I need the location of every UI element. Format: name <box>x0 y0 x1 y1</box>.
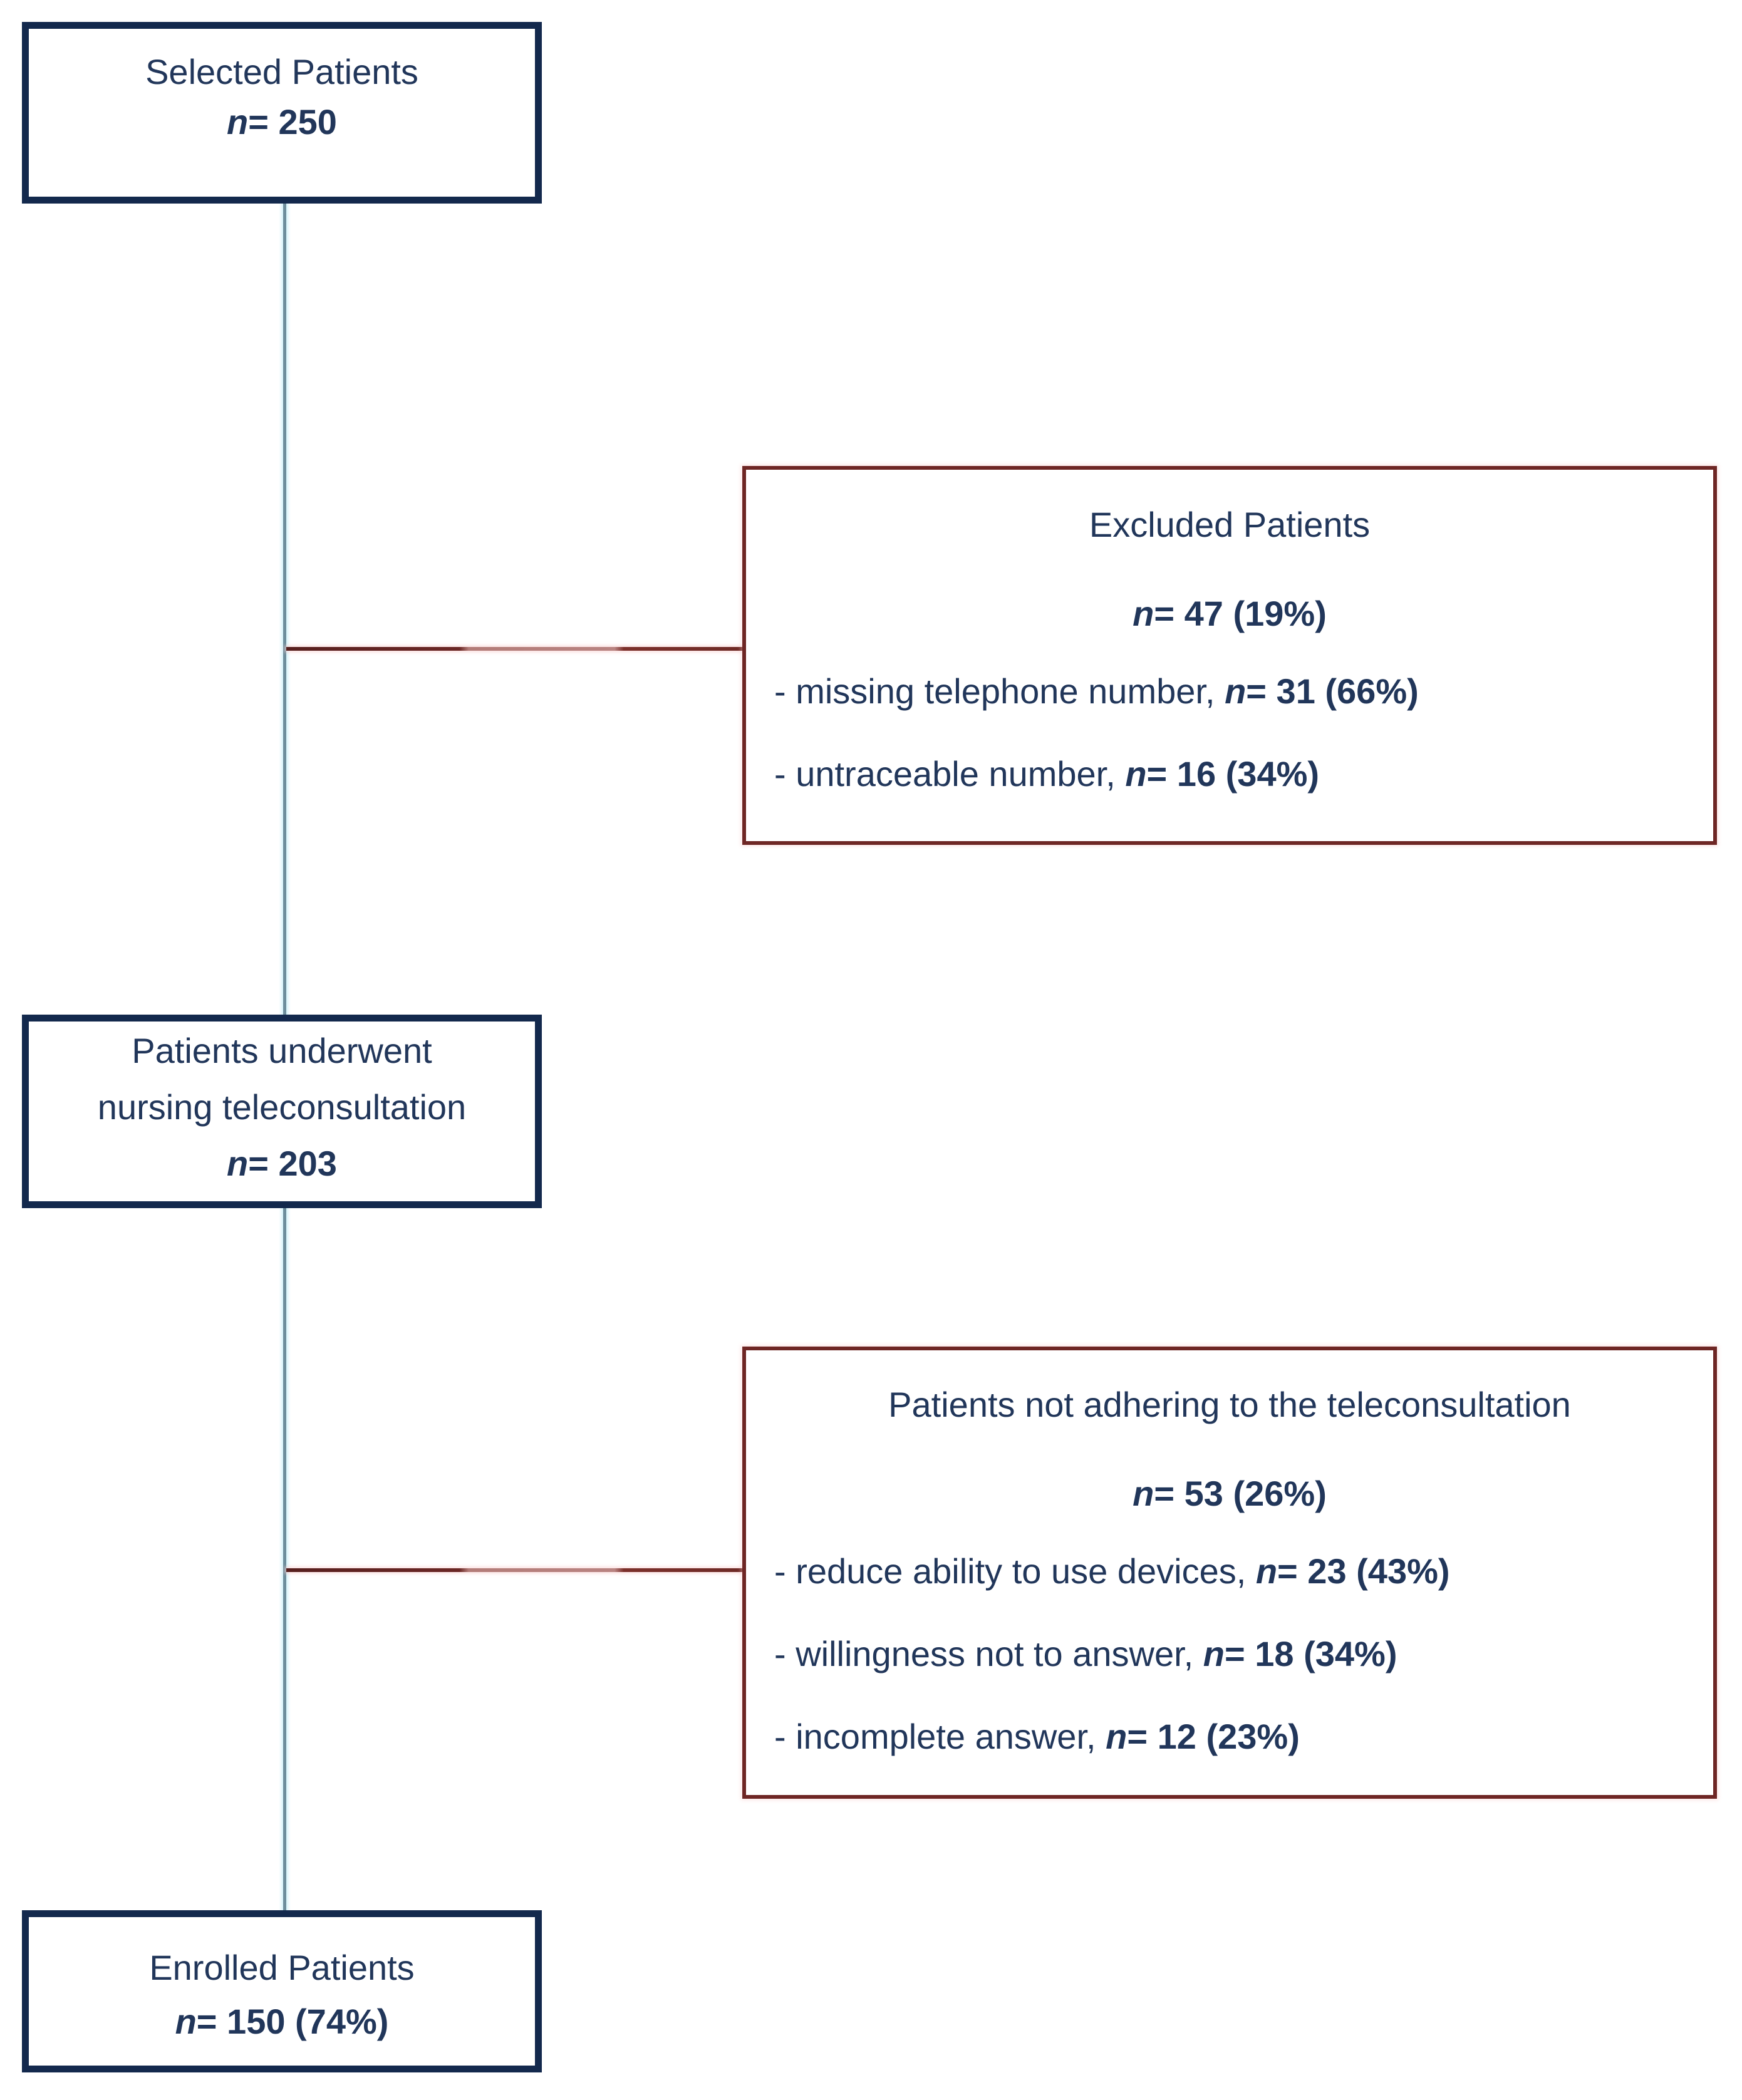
bullet-text: - reduce ability to use devices, <box>774 1551 1256 1591</box>
n-symbol: n <box>175 2002 197 2041</box>
excluded-patients-title: Excluded Patients <box>1089 505 1371 544</box>
n-value: = 250 <box>248 102 337 142</box>
n-value: = 47 (19%) <box>1154 594 1327 633</box>
n-symbol: n <box>1125 754 1147 794</box>
n-symbol: n <box>227 1144 249 1183</box>
excluded-reason-untraceable-number: - untraceable number, n= 16 (34%) <box>746 755 1713 794</box>
excluded-patients-count: n= 47 (19%) <box>746 594 1713 633</box>
n-value: = 31 (66%) <box>1246 671 1419 711</box>
enrolled-patients-box: Enrolled Patients n= 150 (74%) <box>22 1910 542 2072</box>
n-value: = 53 (26%) <box>1154 1474 1327 1513</box>
n-value: = 203 <box>248 1144 337 1183</box>
not-adhering-title: Patients not adhering to the teleconsult… <box>888 1385 1571 1424</box>
n-symbol: n <box>1255 1551 1278 1591</box>
n-symbol: n <box>1106 1717 1128 1756</box>
not-adhering-reason-willingness: - willingness not to answer, n= 18 (34%) <box>746 1635 1713 1673</box>
not-adhering-count: n= 53 (26%) <box>746 1474 1713 1513</box>
excluded-reason-missing-number: - missing telephone number, n= 31 (66%) <box>746 672 1713 711</box>
bullet-text: - missing telephone number, <box>774 671 1225 711</box>
n-symbol: n <box>227 102 249 142</box>
not-adhering-reason-incomplete: - incomplete answer, n= 12 (23%) <box>746 1717 1713 1756</box>
excluded-patients-box: Excluded Patients n= 47 (19%) - missing … <box>742 466 1717 845</box>
teleconsultation-title-line1: Patients underwent <box>132 1031 432 1070</box>
n-symbol: n <box>1133 1474 1154 1513</box>
n-value: = 18 (34%) <box>1225 1634 1397 1673</box>
selected-patients-box: Selected Patients n= 250 <box>22 22 542 204</box>
n-value: = 150 (74%) <box>196 2002 389 2041</box>
n-symbol: n <box>1225 671 1247 711</box>
connector-line-excluded <box>286 647 742 651</box>
teleconsultation-patients-box: Patients underwent nursing teleconsultat… <box>22 1015 542 1208</box>
enrolled-patients-title: Enrolled Patients <box>149 1948 415 1987</box>
not-adhering-patients-box: Patients not adhering to the teleconsult… <box>742 1347 1717 1799</box>
bullet-text: - incomplete answer, <box>774 1717 1106 1756</box>
n-symbol: n <box>1203 1634 1225 1673</box>
n-value: = 16 (34%) <box>1146 754 1320 794</box>
connector-line-not-adhering <box>286 1568 742 1572</box>
n-symbol: n <box>1133 594 1154 633</box>
bullet-text: - untraceable number, <box>774 754 1126 794</box>
bullet-text: - willingness not to answer, <box>774 1634 1203 1673</box>
selected-patients-count: n= 250 <box>227 103 337 142</box>
not-adhering-reason-devices: - reduce ability to use devices, n= 23 (… <box>746 1552 1713 1591</box>
enrolled-patients-count: n= 150 (74%) <box>175 2002 389 2041</box>
teleconsultation-count: n= 203 <box>227 1144 337 1183</box>
teleconsultation-title-line2: nursing teleconsultation <box>97 1087 467 1127</box>
selected-patients-title: Selected Patients <box>145 52 418 91</box>
n-value: = 12 (23%) <box>1127 1717 1300 1756</box>
n-value: = 23 (43%) <box>1277 1551 1450 1591</box>
